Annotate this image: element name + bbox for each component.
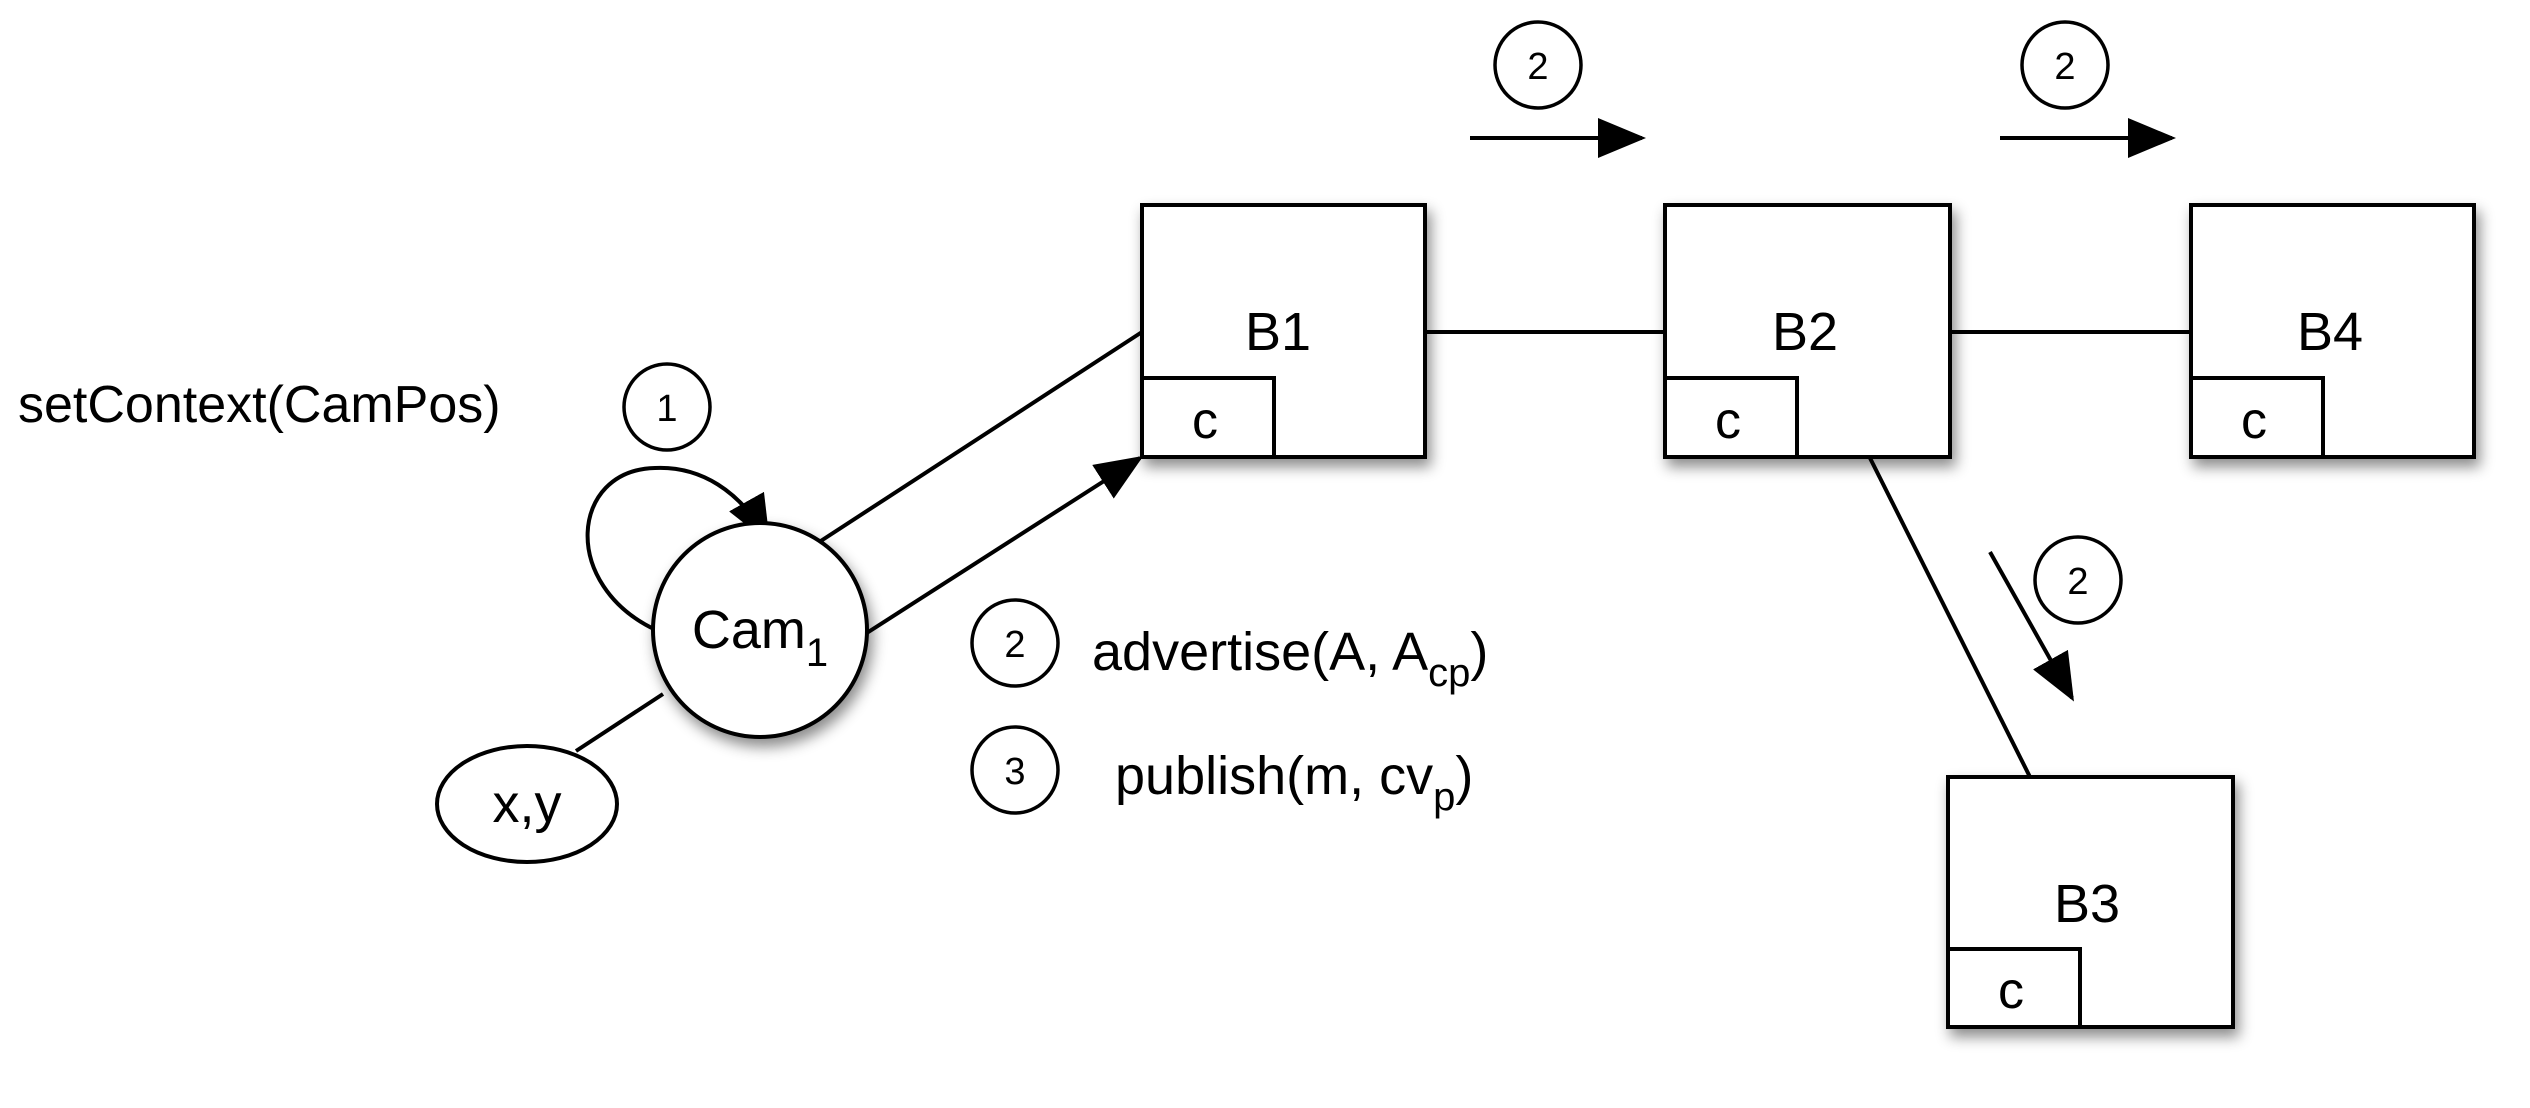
edge-cam-point (574, 692, 665, 753)
self-loop-arrow (585, 465, 770, 632)
cache-label: c (1998, 962, 2024, 1020)
step-badge-advertise: 2 (970, 598, 1060, 688)
set-context-label: setContext(CamPos) (18, 376, 501, 434)
cache-box (1140, 376, 1276, 459)
edges (574, 330, 2191, 778)
edge-b2-b3 (1868, 457, 2032, 778)
cam-node[interactable]: Cam1 (651, 521, 869, 739)
broker-b2[interactable]: B2 c (1663, 203, 1952, 459)
svg-text:1: 1 (656, 388, 677, 430)
edge-cam-b1 (808, 330, 1144, 550)
broker-label: B1 (1245, 302, 1311, 362)
svg-text:2: 2 (1004, 624, 1025, 666)
cache-label: c (1715, 392, 1741, 450)
cache-label: c (1192, 392, 1218, 450)
svg-text:3: 3 (1004, 751, 1025, 793)
publish-label: publish(m, cvp) (1115, 746, 1473, 819)
position-label: x,y (492, 774, 561, 834)
cache-box (1946, 947, 2082, 1029)
step-badge-publish: 3 (970, 725, 1060, 815)
cam-label: Cam1 (692, 600, 828, 675)
message-arrows (585, 118, 2176, 702)
svg-text:2: 2 (1527, 46, 1548, 88)
broker-label: B2 (1772, 302, 1838, 362)
step-badge-b1-b2: 2 (1493, 20, 1583, 110)
broker-b1[interactable]: B1 c (1140, 203, 1427, 459)
cache-box (2189, 376, 2325, 459)
position-ellipse (435, 744, 619, 864)
step-badge-b2-b4: 2 (2020, 20, 2110, 110)
cache-label: c (2241, 392, 2267, 450)
advertise-arrow (860, 455, 1144, 638)
broker-label: B3 (2054, 874, 2120, 934)
svg-text:2: 2 (2054, 46, 2075, 88)
position-node[interactable]: x,y (435, 744, 619, 864)
step-badge-set-context: 1 (622, 362, 712, 452)
cache-box (1663, 376, 1799, 459)
arrow-b2-to-b3 (1988, 551, 2074, 702)
broker-b3[interactable]: B3 c (1946, 775, 2235, 1029)
advertise-label: advertise(A, Acp) (1092, 622, 1488, 695)
svg-text:2: 2 (2067, 561, 2088, 603)
broker-b4[interactable]: B4 c (2189, 203, 2476, 459)
broker-label: B4 (2297, 302, 2363, 362)
step-badges: 1 2 2 2 2 3 (622, 20, 2123, 815)
step-badge-b2-b3: 2 (2033, 535, 2123, 625)
cam-circle (651, 521, 869, 739)
